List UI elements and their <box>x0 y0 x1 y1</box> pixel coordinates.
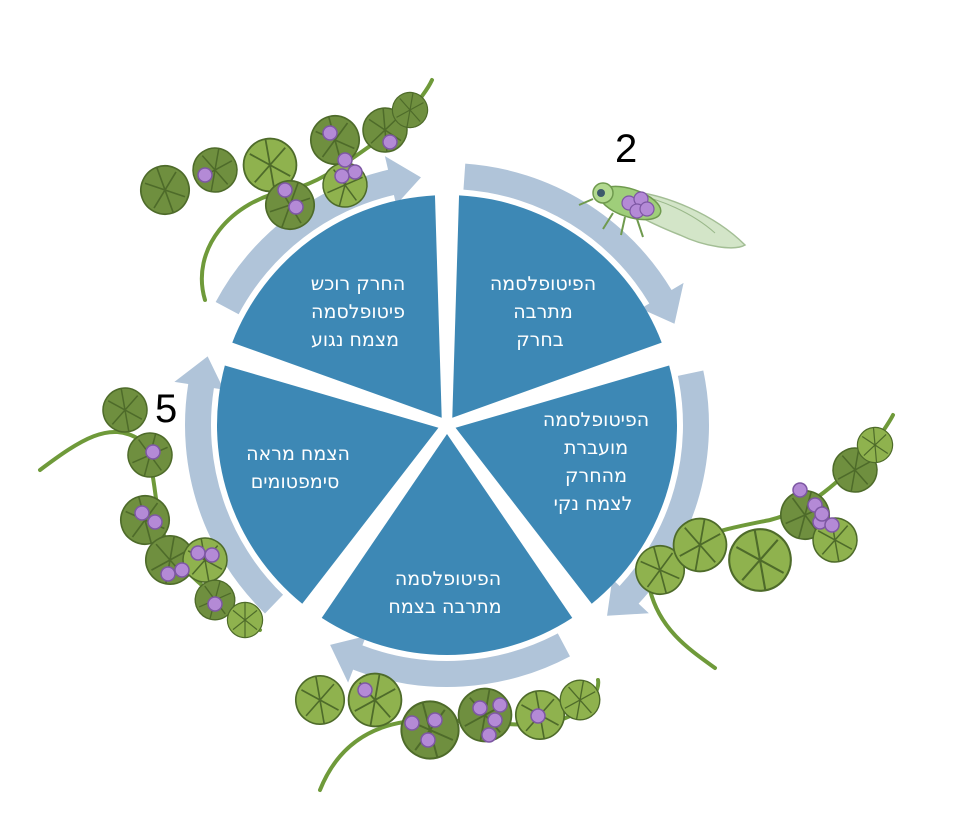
vine-right <box>629 413 895 670</box>
phytoplasma-cell-icon <box>174 562 190 578</box>
leaf-icon <box>393 693 467 767</box>
segment-step-1 <box>232 195 442 418</box>
step-number-5: 5 <box>155 387 177 431</box>
phytoplasma-cell-icon <box>824 517 840 533</box>
step-label-5: הצמח מראה סימפטומים <box>240 443 350 493</box>
segment-step-4 <box>321 434 573 655</box>
phytoplasma-cell-icon <box>134 505 150 521</box>
phytoplasma-cell-icon <box>420 732 436 748</box>
phytoplasma-cell-icon <box>492 697 508 713</box>
step-label-3: הפיטופלסמה מועברת מהחרק לצמח נקי <box>537 409 649 515</box>
phytoplasma-cell-icon <box>382 134 398 150</box>
ring-arrow-1 <box>215 156 421 315</box>
phytoplasma-cell-icon <box>207 596 223 612</box>
phytoplasma-cell-icon <box>147 514 163 530</box>
phytoplasma-cell-icon <box>427 712 443 728</box>
phytoplasma-cell-icon <box>487 712 503 728</box>
ring-arrow-3 <box>607 370 709 616</box>
cycle-ring-arrows <box>174 156 709 687</box>
leaf-icon <box>304 109 366 171</box>
step-number-2: 2 <box>615 127 637 171</box>
leaf-icon <box>133 158 197 222</box>
phytoplasma-cell-icon <box>145 444 161 460</box>
phytoplasma-cell-icon <box>277 182 293 198</box>
ring-arrow-4 <box>330 633 571 687</box>
step-label-4: הפיטופלסמה מתרבה בצמח <box>388 568 501 618</box>
step-label-2: הפיטופלסמה מתרבה בחרק <box>484 273 596 351</box>
vine-infected-left <box>38 383 264 639</box>
phytoplasma-cell-icon <box>357 682 373 698</box>
phytoplasma-cell-icon <box>334 168 350 184</box>
phytoplasma-cell-icon <box>472 700 488 716</box>
ring-arrow-2 <box>463 163 684 324</box>
leaf-icon <box>188 143 242 197</box>
ring-arrow-5 <box>174 356 284 614</box>
vine-bottom <box>291 668 604 792</box>
leafhopper-icon <box>578 182 747 249</box>
phytoplasma-cell-icon <box>530 708 546 724</box>
vines <box>38 78 895 792</box>
phytoplasma-cell-icon <box>481 727 497 743</box>
phytoplasma-cell-icon <box>347 164 363 180</box>
phytoplasma-cell-icon <box>197 167 213 183</box>
vine-infected-top-left <box>133 78 434 302</box>
leaf-icon <box>723 523 797 597</box>
cycle-segments <box>217 195 677 655</box>
segment-step-2 <box>452 195 662 418</box>
phytoplasma-cell-icon <box>160 566 176 582</box>
leaf-icon <box>98 383 152 437</box>
segment-step-5 <box>217 365 439 604</box>
phytoplasma-cell-icon <box>322 125 338 141</box>
phytoplasma-cell-icon <box>337 152 353 168</box>
phytoplasma-cell-icon <box>204 547 220 563</box>
segment-step-3 <box>455 365 677 604</box>
segment-labels: החרק רוכש פיטופלסמה מצמח נגוע הפיטופלסמה… <box>240 273 649 618</box>
leaf-icon <box>226 601 264 639</box>
phytoplasma-cell-icon <box>288 199 304 215</box>
phytoplasma-cell-icon <box>404 715 420 731</box>
phytoplasma-cell-icon <box>792 482 808 498</box>
step-label-1: החרק רוכש פיטופלסמה מצמח נגוע <box>305 273 406 351</box>
phytoplasma-cell-icon <box>814 506 830 522</box>
phytoplasma-cell-icon <box>190 545 206 561</box>
leaf-icon <box>291 671 349 729</box>
